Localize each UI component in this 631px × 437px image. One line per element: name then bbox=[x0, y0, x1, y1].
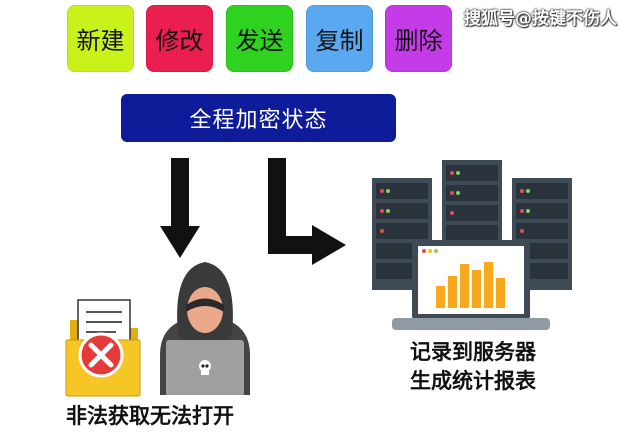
action-tile-label: 发送 bbox=[235, 27, 284, 55]
encryption-status-banner: 全程加密状态 bbox=[121, 94, 396, 142]
action-tile-send: 发送 bbox=[226, 5, 293, 72]
action-tile-new: 新建 bbox=[67, 5, 134, 72]
encryption-status-label: 全程加密状态 bbox=[189, 108, 328, 133]
action-tile-delete: 删除 bbox=[385, 5, 452, 72]
hacker-icon bbox=[160, 262, 250, 395]
monitor-chart-icon bbox=[392, 240, 550, 330]
action-tile-label: 修改 bbox=[155, 27, 204, 55]
watermark-label: 搜狐号@按键不伤人 bbox=[464, 9, 617, 29]
arrow-right-icon bbox=[268, 158, 346, 265]
right-caption-line1: 记录到服务器 bbox=[410, 340, 536, 364]
action-tile-label: 删除 bbox=[394, 27, 443, 55]
arrow-down-icon bbox=[160, 158, 200, 258]
folder-error-icon bbox=[65, 299, 141, 397]
action-tile-edit: 修改 bbox=[146, 5, 213, 72]
action-tile-copy: 复制 bbox=[306, 5, 373, 72]
action-tile-label: 复制 bbox=[315, 27, 364, 55]
right-caption-line2: 生成统计报表 bbox=[410, 369, 536, 393]
action-tile-label: 新建 bbox=[76, 27, 125, 55]
left-caption: 非法获取无法打开 bbox=[66, 404, 234, 428]
